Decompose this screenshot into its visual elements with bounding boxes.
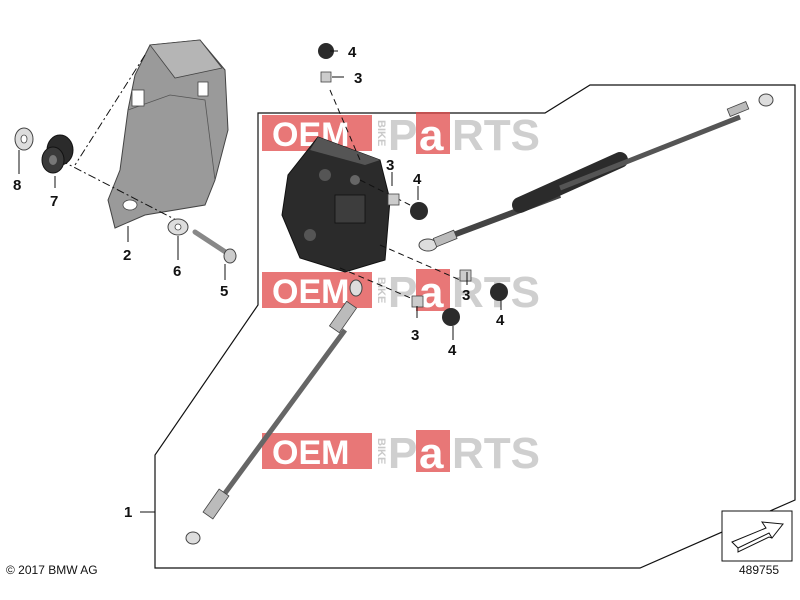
callout-4: 4 bbox=[348, 44, 357, 61]
diagram-number: 489755 bbox=[739, 563, 779, 577]
svg-text:BIKE: BIKE bbox=[375, 438, 387, 464]
svg-text:P: P bbox=[388, 429, 417, 478]
callout-3: 3 bbox=[411, 327, 419, 344]
callout-3: 3 bbox=[462, 287, 470, 304]
copyright-text: © 2017 BMW AG bbox=[6, 563, 98, 577]
callout-leaders bbox=[18, 50, 502, 513]
callout-3: 3 bbox=[386, 157, 394, 174]
assembly-line bbox=[329, 89, 361, 161]
callout-2: 2 bbox=[123, 247, 131, 264]
callout-3: 3 bbox=[354, 70, 362, 87]
callout-7: 7 bbox=[50, 193, 58, 210]
callout-4: 4 bbox=[448, 342, 457, 359]
svg-text:a: a bbox=[419, 111, 444, 160]
svg-text:P: P bbox=[388, 111, 417, 160]
grommet-part bbox=[41, 134, 74, 174]
callout-8: 8 bbox=[13, 177, 21, 194]
control-unit-part bbox=[281, 136, 391, 273]
assembly-line bbox=[339, 267, 421, 303]
callout-1: 1 bbox=[124, 504, 132, 521]
watermark-top: OEM BIKE P a RTS bbox=[262, 111, 540, 160]
arrow-icon bbox=[721, 510, 793, 562]
svg-text:RTS: RTS bbox=[452, 111, 540, 160]
svg-text:OEM: OEM bbox=[272, 273, 349, 311]
cap-nut-part bbox=[442, 308, 460, 326]
watermark-bottom: OEM BIKE P a RTS bbox=[262, 429, 540, 478]
svg-text:P: P bbox=[388, 268, 417, 317]
callout-6: 6 bbox=[173, 263, 181, 280]
upper-cable-part bbox=[418, 93, 774, 252]
svg-text:BIKE: BIKE bbox=[375, 277, 387, 303]
assembly-line bbox=[59, 159, 181, 223]
spacer-nut-part bbox=[411, 295, 424, 308]
cap-nut-part bbox=[318, 43, 334, 59]
svg-text:BIKE: BIKE bbox=[375, 120, 387, 146]
callout-4: 4 bbox=[413, 171, 422, 188]
spacer-nut-part bbox=[320, 71, 332, 83]
group-outline bbox=[154, 84, 796, 569]
lower-cable-part bbox=[185, 279, 363, 545]
bracket-part bbox=[107, 39, 229, 229]
cap-nut-part bbox=[490, 283, 508, 301]
callout-4: 4 bbox=[496, 312, 505, 329]
svg-text:OEM: OEM bbox=[272, 434, 349, 472]
spacer-nut-part bbox=[459, 269, 472, 282]
svg-text:RTS: RTS bbox=[452, 429, 540, 478]
assembly-line bbox=[379, 244, 461, 281]
assembly-line bbox=[74, 54, 146, 166]
bolt-part bbox=[192, 229, 237, 264]
callout-5: 5 bbox=[220, 283, 228, 300]
svg-text:a: a bbox=[419, 268, 444, 317]
spacer-nut-part bbox=[387, 193, 400, 206]
washer-part bbox=[14, 127, 34, 151]
washer-part bbox=[167, 218, 189, 236]
cap-nut-part bbox=[410, 202, 428, 220]
svg-text:a: a bbox=[419, 429, 444, 478]
